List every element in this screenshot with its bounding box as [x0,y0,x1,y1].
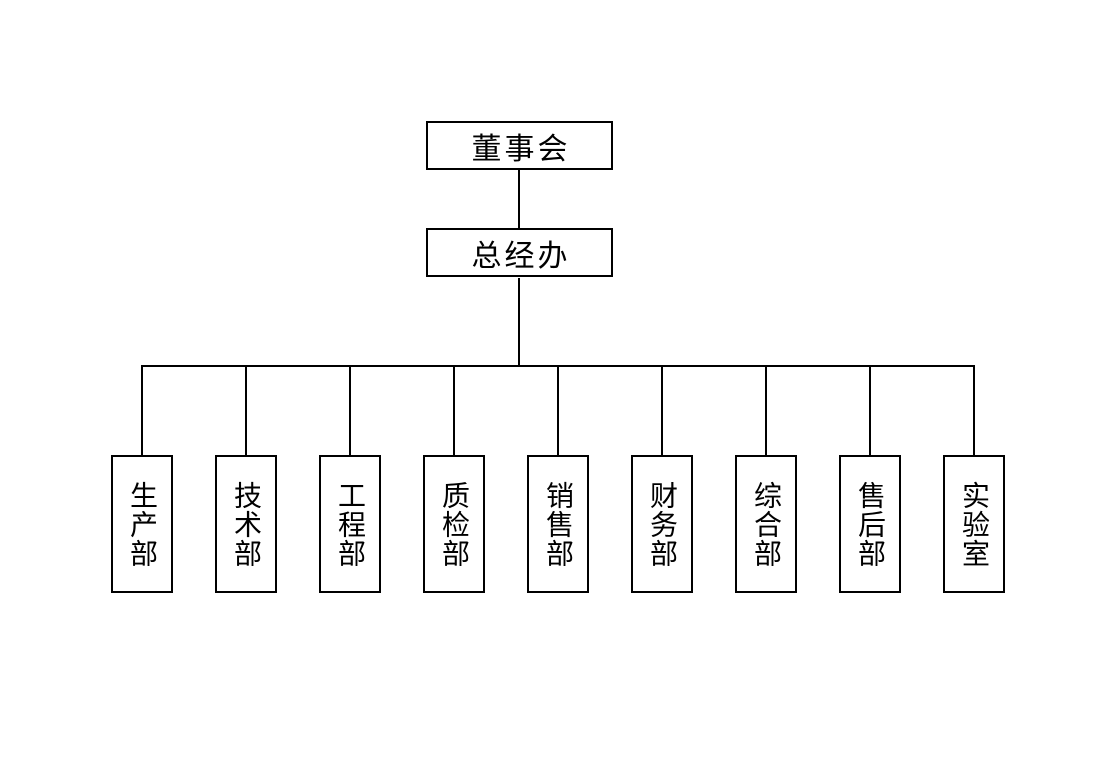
org-box-quality-inspection-dept: 质检部 [423,455,485,593]
connector-drop-2 [245,365,247,455]
connector-office-to-rail [518,278,520,367]
connector-drop-5 [557,365,559,455]
dept-label: 财务部 [646,480,679,568]
dept-label: 技术部 [230,480,263,568]
org-box-finance-dept: 财务部 [631,455,693,593]
dept-label: 生产部 [126,480,159,568]
dept-label: 实验室 [958,480,991,568]
org-box-production-dept: 生产部 [111,455,173,593]
org-box-technology-dept: 技术部 [215,455,277,593]
dept-label: 质检部 [438,480,471,568]
connector-drop-9 [973,365,975,455]
org-box-board-of-directors: 董事会 [426,121,613,170]
connector-drop-7 [765,365,767,455]
org-box-board-label: 董事会 [471,131,571,167]
org-box-after-sales-dept: 售后部 [839,455,901,593]
connector-drop-8 [869,365,871,455]
connector-drop-6 [661,365,663,455]
dept-label: 综合部 [750,480,783,568]
org-box-office-label: 总经办 [471,238,571,274]
connector-drop-1 [141,365,143,455]
org-box-laboratory: 实验室 [943,455,1005,593]
connector-drop-3 [349,365,351,455]
org-box-general-manager-office: 总经办 [426,228,613,277]
dept-label: 售后部 [854,480,887,568]
dept-label: 工程部 [334,480,367,568]
connector-drop-4 [453,365,455,455]
org-box-sales-dept: 销售部 [527,455,589,593]
org-box-general-affairs-dept: 综合部 [735,455,797,593]
connector-board-to-office [518,170,520,228]
org-box-engineering-dept: 工程部 [319,455,381,593]
dept-label: 销售部 [542,480,575,568]
